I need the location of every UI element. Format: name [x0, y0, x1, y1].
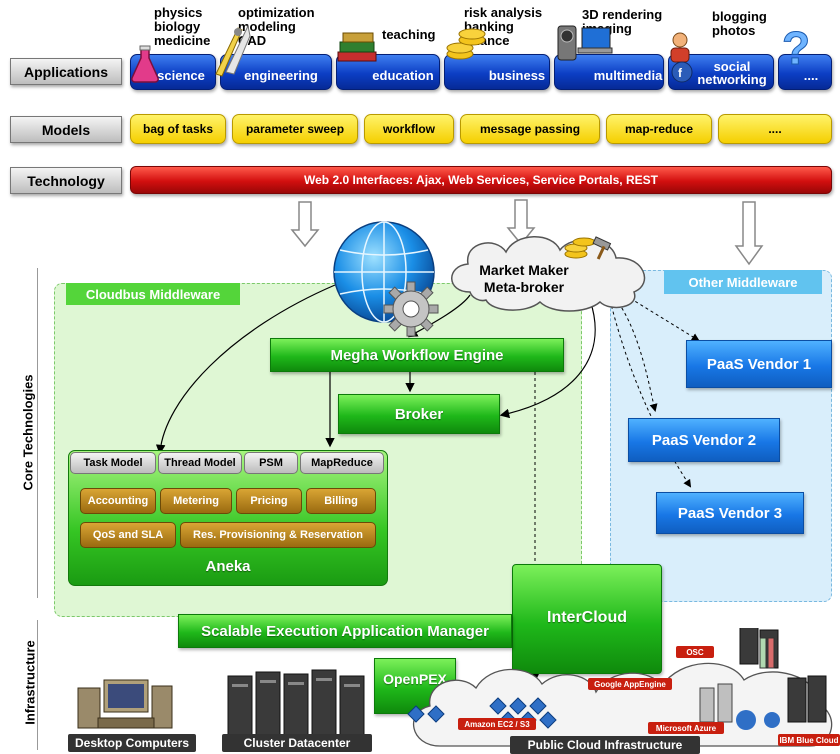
app-business[interactable]: business — [444, 54, 550, 90]
provider-ibm: IBM Blue Cloud — [778, 734, 840, 746]
coins-gavel-icon — [564, 236, 612, 260]
flask-icon — [131, 45, 159, 83]
other-middleware-title: Other Middleware — [664, 270, 822, 294]
app-multimedia[interactable]: multimedia — [554, 54, 664, 90]
layer-models: Models — [10, 116, 122, 143]
technology-bar: Web 2.0 Interfaces: Ajax, Web Services, … — [130, 166, 832, 194]
app-more[interactable]: .... — [778, 54, 832, 90]
seam-bar[interactable]: Scalable Execution Application Manager — [178, 614, 512, 648]
paas-vendor-3[interactable]: PaaS Vendor 3 — [656, 492, 804, 534]
infrastructure-bracket — [8, 620, 38, 750]
gear-icon — [383, 281, 439, 337]
service-qos-sla[interactable]: QoS and SLA — [80, 522, 176, 548]
aneka-thread-model[interactable]: Thread Model — [158, 452, 242, 474]
layer-applications: Applications — [10, 58, 122, 85]
model-map-reduce[interactable]: map-reduce — [606, 114, 712, 144]
aneka-title: Aneka — [205, 558, 251, 575]
app-social-networking[interactable]: social networking — [668, 54, 774, 90]
service-provisioning[interactable]: Res. Provisioning & Reservation — [180, 522, 376, 548]
layer-technology: Technology — [10, 167, 122, 194]
intercloud[interactable]: InterCloud — [512, 564, 662, 674]
broker[interactable]: Broker — [338, 394, 500, 434]
svg-text:f: f — [678, 66, 683, 80]
cloudbus-title: Cloudbus Middleware — [66, 283, 240, 305]
market-maker-label: Market Maker Meta-broker — [479, 262, 569, 295]
education-topics: teaching — [382, 27, 436, 42]
aneka-mapreduce[interactable]: MapReduce — [300, 452, 384, 474]
provider-amazon: Amazon EC2 / S3 — [458, 718, 536, 730]
question-icon: ? — [782, 22, 811, 71]
provider-google: Google AppEngine — [588, 678, 672, 690]
coins-icon — [446, 28, 486, 60]
megha-workflow-engine[interactable]: Megha Workflow Engine — [270, 338, 564, 372]
provider-osc: OSC — [676, 646, 714, 658]
market-maker-cloud — [451, 236, 646, 312]
service-billing[interactable]: Billing — [306, 488, 376, 514]
down-arrow-2 — [506, 199, 536, 246]
down-arrow-3 — [734, 201, 764, 266]
paas-vendor-2[interactable]: PaaS Vendor 2 — [628, 418, 780, 462]
app-engineering[interactable]: engineering — [220, 54, 332, 90]
service-accounting[interactable]: Accounting — [80, 488, 156, 514]
model-message-passing[interactable]: message passing — [460, 114, 600, 144]
aneka-psm[interactable]: PSM — [244, 452, 298, 474]
model-more[interactable]: .... — [718, 114, 832, 144]
drafting-tools-icon — [215, 24, 251, 77]
desktop-computers-icon — [77, 679, 173, 729]
cluster-label: Cluster Datacenter — [222, 734, 372, 752]
model-workflow[interactable]: workflow — [364, 114, 454, 144]
svg-text:?: ? — [782, 22, 810, 70]
science-topics: physics biology medicine — [154, 5, 211, 48]
camera-icon — [557, 25, 613, 61]
cluster-datacenter-icon — [227, 669, 365, 737]
down-arrow-1 — [290, 201, 320, 248]
paas-vendor-1[interactable]: PaaS Vendor 1 — [686, 340, 832, 388]
public-cloud-label: Public Cloud Infrastructure — [510, 736, 700, 754]
people-icon: f — [670, 32, 693, 83]
core-tech-bracket — [8, 268, 38, 598]
model-parameter-sweep[interactable]: parameter sweep — [232, 114, 358, 144]
model-bag-of-tasks[interactable]: bag of tasks — [130, 114, 226, 144]
engineering-topics: optimization modeling CAD — [238, 5, 315, 48]
multimedia-topics: 3D rendering imaging — [582, 7, 663, 36]
books-icon — [337, 32, 377, 62]
social-topics: blogging photos — [712, 9, 767, 38]
desktop-label: Desktop Computers — [68, 734, 196, 752]
provider-azure: Microsoft Azure — [648, 722, 724, 734]
aneka-task-model[interactable]: Task Model — [70, 452, 156, 474]
service-pricing[interactable]: Pricing — [236, 488, 302, 514]
service-metering[interactable]: Metering — [160, 488, 232, 514]
